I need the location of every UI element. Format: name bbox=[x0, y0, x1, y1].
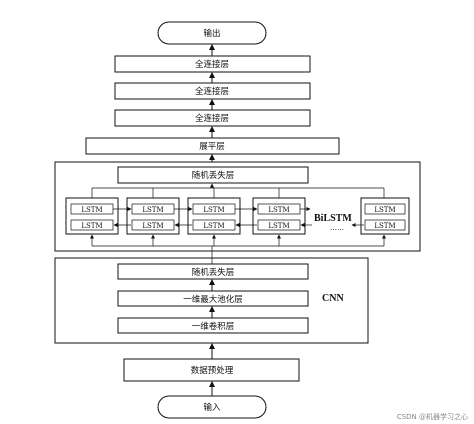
preprocess-node: 数据预处理 bbox=[123, 358, 300, 382]
lstm-backward-3-label: LSTM bbox=[203, 222, 224, 230]
bilstm-dropout-layer: 随机丢失层 bbox=[117, 166, 309, 184]
lstm-unit-5: LSTM LSTM bbox=[360, 188, 410, 246]
lstm-backward-4 bbox=[257, 219, 301, 231]
lstm-forward-5-label: LSTM bbox=[374, 206, 395, 214]
lstm-backward-5-label: LSTM bbox=[374, 222, 395, 230]
lstm-unit-3: LSTM LSTM bbox=[187, 188, 241, 246]
maxpool-label: 一维最大池化层 bbox=[183, 294, 243, 305]
lstm-backward-2-label: LSTM bbox=[142, 222, 163, 230]
output-label: 输出 bbox=[203, 28, 220, 39]
bilstm-group-label: BiLSTM bbox=[314, 213, 352, 224]
maxpool-layer: 一维最大池化层 bbox=[117, 290, 309, 307]
lstm-unit-2: LSTM LSTM bbox=[126, 188, 180, 246]
input-node: 输入 bbox=[157, 395, 267, 419]
cnn-group: 随机丢失层 一维最大池化层 一维卷积层 CNN bbox=[54, 257, 369, 344]
flatten-layer: 展平层 bbox=[85, 137, 340, 155]
lstm-unit-4: LSTM LSTM bbox=[252, 188, 306, 246]
lstm-forward-2-label: LSTM bbox=[142, 206, 163, 214]
lstm-backward-1 bbox=[70, 219, 114, 231]
lstm-forward-4-label: LSTM bbox=[268, 206, 289, 214]
bilstm-group: 随机丢失层 LSTM LSTM LSTM LSTM bbox=[54, 161, 421, 264]
conv-label: 一维卷积层 bbox=[192, 321, 235, 332]
lstm-backward-4-label: LSTM bbox=[268, 222, 289, 230]
fc-layer-1-label: 全连接层 bbox=[195, 59, 229, 70]
lstm-backward-3 bbox=[192, 219, 236, 231]
fc-layer-2-label: 全连接层 bbox=[195, 86, 229, 97]
lstm-unit-1: LSTM LSTM bbox=[65, 188, 119, 246]
bilstm-ellipsis: …… bbox=[330, 224, 344, 232]
lstm-backward-1-label: LSTM bbox=[81, 222, 102, 230]
output-node: 输出 bbox=[157, 21, 267, 45]
cnn-dropout-layer: 随机丢失层 bbox=[117, 263, 309, 280]
fc-layer-3: 全连接层 bbox=[114, 109, 311, 127]
bilstm-dropout-label: 随机丢失层 bbox=[192, 170, 235, 181]
conv-layer: 一维卷积层 bbox=[117, 317, 309, 334]
lstm-backward-2 bbox=[131, 219, 175, 231]
flatten-layer-label: 展平层 bbox=[199, 142, 225, 152]
preprocess-label: 数据预处理 bbox=[191, 365, 234, 376]
lstm-forward-3-label: LSTM bbox=[203, 206, 224, 214]
cnn-dropout-label: 随机丢失层 bbox=[192, 267, 235, 278]
fc-layer-3-label: 全连接层 bbox=[195, 113, 229, 124]
fc-layer-1: 全连接层 bbox=[114, 55, 311, 73]
cnn-group-label: CNN bbox=[322, 293, 344, 304]
fc-layer-2: 全连接层 bbox=[114, 82, 311, 100]
lstm-forward-1-label: LSTM bbox=[81, 206, 102, 214]
watermark-text: CSDN @机器学习之心 bbox=[397, 412, 468, 421]
input-label: 输入 bbox=[203, 402, 221, 413]
lstm-backward-5 bbox=[364, 219, 406, 231]
lstm-forward-5 bbox=[364, 203, 406, 215]
